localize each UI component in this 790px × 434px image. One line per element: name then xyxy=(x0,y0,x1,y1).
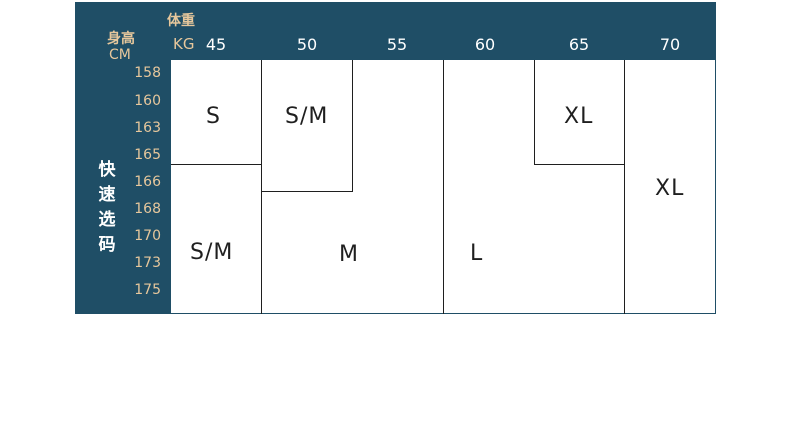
size-xl-cell-right: XL xyxy=(655,176,685,201)
weight-55: 55 xyxy=(386,35,408,54)
grid-divider xyxy=(534,60,535,164)
height-label: 身高 xyxy=(107,31,135,47)
height-unit: CM xyxy=(109,47,131,63)
quick-char: 快 xyxy=(98,160,116,180)
size-sm-cell-top: S/M xyxy=(285,104,329,129)
height-175: 175 xyxy=(134,282,161,298)
weight-45: 45 xyxy=(205,35,227,54)
height-158: 158 xyxy=(134,65,161,81)
grid-divider xyxy=(171,164,262,165)
size-l-cell: L xyxy=(470,241,484,266)
weight-65: 65 xyxy=(568,35,590,54)
chart-header: 身高 CM 体重 KG 45 50 55 60 65 70 xyxy=(75,2,716,63)
quick-char: 速 xyxy=(98,185,116,205)
height-163: 163 xyxy=(134,120,161,136)
weight-60: 60 xyxy=(474,35,496,54)
size-sm-cell-bottom: S/M xyxy=(190,240,234,265)
size-grid: S S/M XL XL S/M M L xyxy=(171,60,716,314)
grid-divider xyxy=(443,60,444,314)
height-168: 168 xyxy=(134,201,161,217)
quick-char: 码 xyxy=(98,235,116,255)
height-173: 173 xyxy=(134,255,161,271)
weight-70: 70 xyxy=(659,35,681,54)
height-170: 170 xyxy=(134,228,161,244)
height-165: 165 xyxy=(134,147,161,163)
grid-divider xyxy=(261,191,353,192)
weight-unit: KG xyxy=(173,35,195,53)
size-m-cell: M xyxy=(339,242,359,267)
size-xl-cell-top: XL xyxy=(564,104,594,129)
height-sidebar: 快 速 选 码 158 160 163 165 166 168 170 173 … xyxy=(75,60,171,314)
height-160: 160 xyxy=(134,93,161,109)
grid-divider xyxy=(534,164,625,165)
grid-divider xyxy=(624,60,625,314)
weight-label: 体重 xyxy=(167,13,195,29)
grid-divider xyxy=(261,60,262,314)
quick-size-label: 快 速 选 码 xyxy=(95,158,119,258)
height-166: 166 xyxy=(134,174,161,190)
weight-50: 50 xyxy=(296,35,318,54)
grid-divider xyxy=(352,60,353,191)
quick-char: 选 xyxy=(98,210,116,230)
size-s-cell: S xyxy=(206,104,221,129)
size-chart: 身高 CM 体重 KG 45 50 55 60 65 70 快 速 选 码 15… xyxy=(75,2,716,314)
